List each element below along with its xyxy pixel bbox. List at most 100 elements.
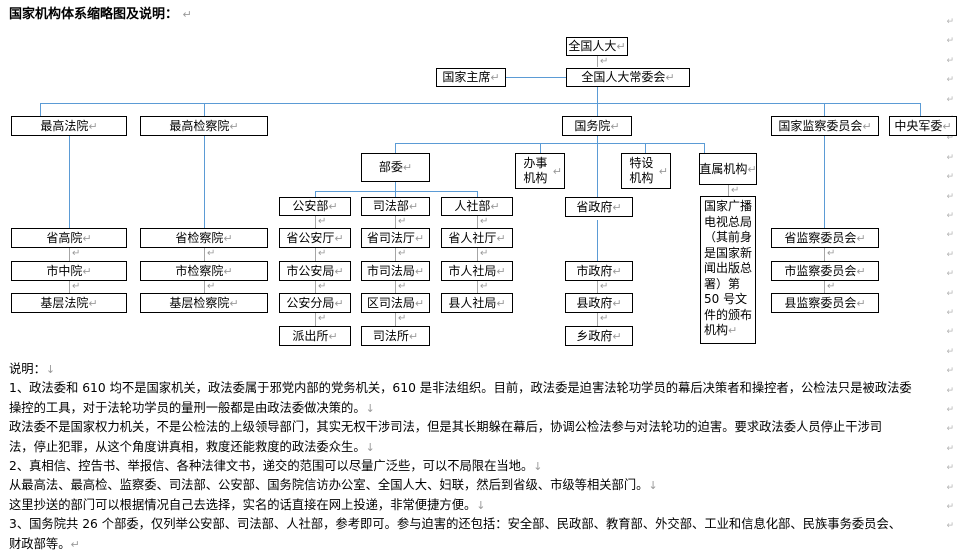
org-node-admin-offices[interactable]: 办事机构↵ [515,153,565,189]
note-line: 这里抄送的部门可以根据情况自己去选择，实名的话直接在网上投递，非常便捷方便。↓ [9,496,953,515]
linefeed-mark: ↵ [946,152,954,163]
pilcrow-mark: ↵ [856,231,866,245]
linefeed-mark: ↵ [946,17,954,27]
org-node-city-court[interactable]: 市中院↵ [11,261,127,281]
org-node-city-sc[interactable]: 市监察委员会↵ [771,261,879,281]
pilcrow-mark: ↵ [334,231,344,245]
pilcrow-mark: ↵ [612,329,622,343]
connector-npcsc-bus [597,87,598,104]
linefeed-mark: ↵ [946,269,954,280]
org-node-label: 公安部 [292,199,329,213]
connector-bus-state-council [597,103,598,116]
pilcrow-mark: ↵ [88,296,98,310]
note-text: 从最高法、最高检、监察委、司法部、公安部、国务院信访办公室、全国人大、妇联，然后… [9,478,649,493]
pilcrow-mark: ↵ [612,264,622,278]
org-node-special-org[interactable]: 特设机构 ↵ [621,153,671,189]
org-node-county-gov[interactable]: 县政府↵ [565,293,633,313]
pilcrow-mark: ↵ [616,40,626,53]
connector-bus-special-org [645,143,646,153]
connector-president-npcsc [505,77,567,78]
org-node-label: 特设机构 [629,156,654,185]
connector-bus-direct-org [704,143,705,153]
org-node-label: 国务院 [574,118,611,133]
linefeed-mark: ↵ [946,288,954,299]
pilcrow-mark: ↵ [82,264,92,278]
org-node-base-court[interactable]: 基层法院↵ [11,293,127,313]
pilcrow-mark: ↵ [658,164,668,178]
org-node-justice-office[interactable]: 司法所↵ [361,326,430,346]
stub-mark: ↵ [480,248,489,259]
org-node-prov-jd[interactable]: 省司法厅↵ [361,228,430,248]
org-node-direct-org[interactable]: 直属机构↵ [699,153,757,185]
org-node-county-hrss[interactable]: 县人社局↵ [441,293,513,313]
connector-mark: ↵ [600,56,609,67]
org-node-moj[interactable]: 司法部↵ [361,197,430,216]
linefeed-mark: ↓ [45,363,56,376]
connector-prov-gov-city-gov [597,220,598,261]
org-node-city-psb[interactable]: 市公安局↵ [279,261,351,281]
note-text: 财政部等。 [9,536,71,551]
linefeed-mark: ↵ [946,172,954,183]
page-title: 国家机构体系缩略图及说明： ↵ [9,6,192,23]
org-node-prov-high-court[interactable]: 省高院↵ [11,228,127,248]
org-node-mohrss[interactable]: 人社部↵ [441,197,513,216]
org-node-prov-hrss[interactable]: 省人社厅↵ [441,228,513,248]
org-node-npc[interactable]: 全国人大↵ [566,37,628,56]
org-node-city-hrss[interactable]: 市人社局↵ [441,261,513,281]
org-node-label: 全国人大常委会 [581,70,666,84]
pilcrow-mark: ↵ [496,296,506,310]
org-node-label: 省高院 [46,230,83,245]
org-node-label: 乡政府 [576,328,613,343]
org-node-psb-branch[interactable]: 公安分局↵ [279,293,351,313]
org-node-president[interactable]: 国家主席↵ [436,68,506,87]
org-node-supreme-court[interactable]: 最高法院↵ [11,116,127,136]
org-node-dist-jb[interactable]: 区司法局↵ [361,293,430,313]
stub-city-proc-base-proc [204,281,205,293]
org-node-prov-psd[interactable]: 省公安厅↵ [279,228,351,248]
org-node-nrta[interactable]: 国家广播电视总局（其前身是国家新闻出版总署）第 50 号文件的颁布机构↵ [700,196,756,344]
org-node-prov-sc[interactable]: 省监察委员会↵ [771,228,879,248]
org-node-label: 部委 [378,160,403,174]
org-node-city-gov[interactable]: 市政府↵ [565,261,633,281]
org-node-prov-gov[interactable]: 省政府↵ [565,197,633,217]
org-node-nsc[interactable]: 国家监察委员会↵ [771,116,879,136]
stub-city-sc-county-sc [824,281,825,293]
note-text: 1、政法委和 610 均不是国家机关，政法委属于邪党内部的党务机关，610 是非… [9,381,912,396]
org-node-label: 省检察院 [175,230,224,245]
org-node-prov-proc[interactable]: 省检察院↵ [140,228,268,248]
note-text: 3、国务院共 26 个部委，仅列举公安部、司法部、人社部，参考即可。参与迫害的还… [9,517,902,532]
org-node-ministries[interactable]: 部委↵ [361,153,430,182]
stub-mohrss-prov-hrss [477,216,478,228]
org-node-label: 市政府 [576,263,613,278]
org-node-town-gov[interactable]: 乡政府↵ [565,326,633,346]
linefeed-mark: ↵ [946,211,954,221]
note-text: 政法委不是国家权力机关，不是公检法的上级领导部门，其实无权干涉司法，但是其长期躲… [9,420,883,435]
connector-bus-nsc [824,103,825,116]
pilcrow-mark: ↵ [610,119,620,133]
pilcrow-mark: ↵ [334,264,344,278]
org-node-supreme-proc[interactable]: 最高检察院↵ [140,116,268,136]
note-line: 操控的工具，对于法轮功学员的量刑一般都是由政法委做决策的。↓ [9,399,953,418]
org-node-cmc[interactable]: 中央军委↵ [889,116,957,136]
stub-mark: ↵ [600,281,609,292]
org-node-city-jb[interactable]: 市司法局↵ [361,261,430,281]
stub-mark: ↵ [72,281,81,292]
note-line: 2、真相信、控告书、举报信、各种法律文书，递交的范围可以尽量广泛些，可以不局限在… [9,457,953,476]
stub-city-court-base-court [69,281,70,293]
org-node-label: 市司法局 [366,263,415,278]
linefeed-mark: ↵ [946,75,954,86]
org-node-mps[interactable]: 公安部↵ [279,197,351,216]
pilcrow-mark: ↵ [402,161,413,174]
org-node-base-proc[interactable]: 基层检察院↵ [140,293,268,313]
org-node-npcsc[interactable]: 全国人大常委会↵ [566,68,690,87]
notes-heading-text: 说明： [9,362,46,376]
linefeed-mark: ↵ [946,502,954,512]
org-node-police-station[interactable]: 派出所↵ [279,326,351,346]
linefeed-mark: ↵ [946,230,954,241]
org-node-county-sc[interactable]: 县监察委员会↵ [771,293,879,313]
pilcrow-mark: ↵ [408,329,419,343]
notes-heading: 说明：↓ [9,360,953,379]
pilcrow-mark: ↵ [82,231,92,245]
org-node-state-council[interactable]: 国务院↵ [562,116,632,136]
org-node-city-proc[interactable]: 市检察院↵ [140,261,268,281]
